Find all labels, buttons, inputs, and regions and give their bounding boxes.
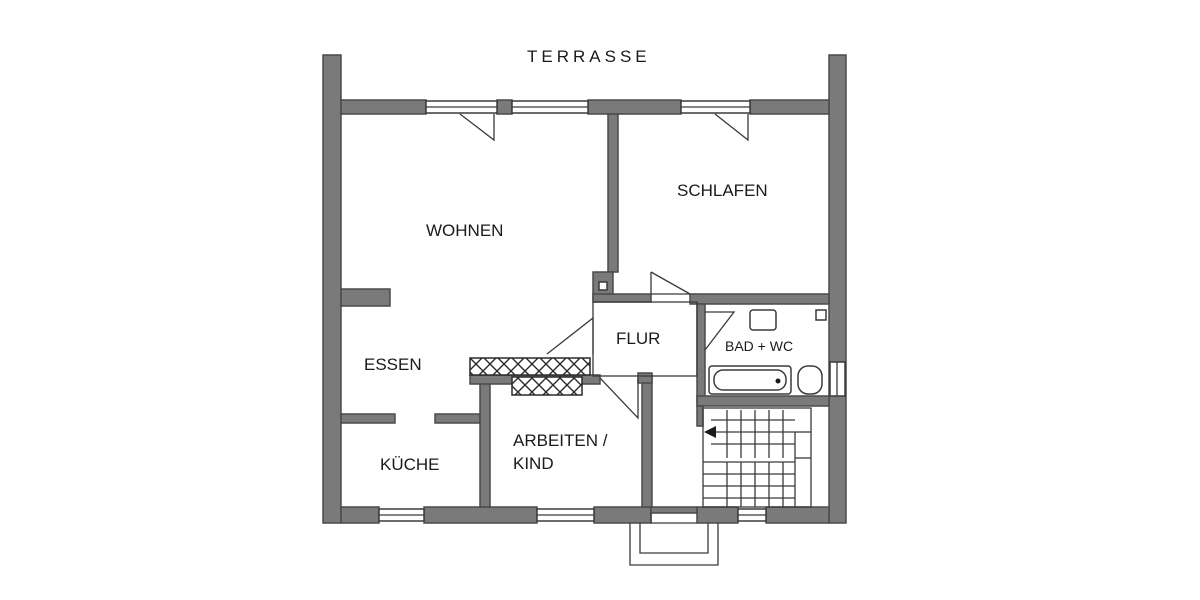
bathroom-label: BAD + WC [725,338,793,354]
exterior-walls [322,54,847,524]
hall-outline [592,301,698,377]
staircase [702,407,812,508]
kitchen-label: KÜCHE [380,455,440,474]
terrace-label: TERRASSE [527,47,651,66]
hatched-partition-lower [511,376,583,396]
windows [378,100,846,522]
entrance-canopy [629,523,719,566]
hall-label: FLUR [616,329,660,348]
hatched-partition-upper [469,357,591,376]
study-label-line1: ARBEITEN / [513,431,608,450]
dining-label: ESSEN [364,355,422,374]
study-label-line2: KIND [513,454,554,473]
bedroom-label: SCHLAFEN [677,181,768,200]
living-room-label: WOHNEN [426,221,503,240]
interior-walls [340,113,830,514]
bathroom-fixtures [708,309,827,395]
stair-direction-arrow-icon [704,426,716,438]
pillar-detail [598,281,608,291]
